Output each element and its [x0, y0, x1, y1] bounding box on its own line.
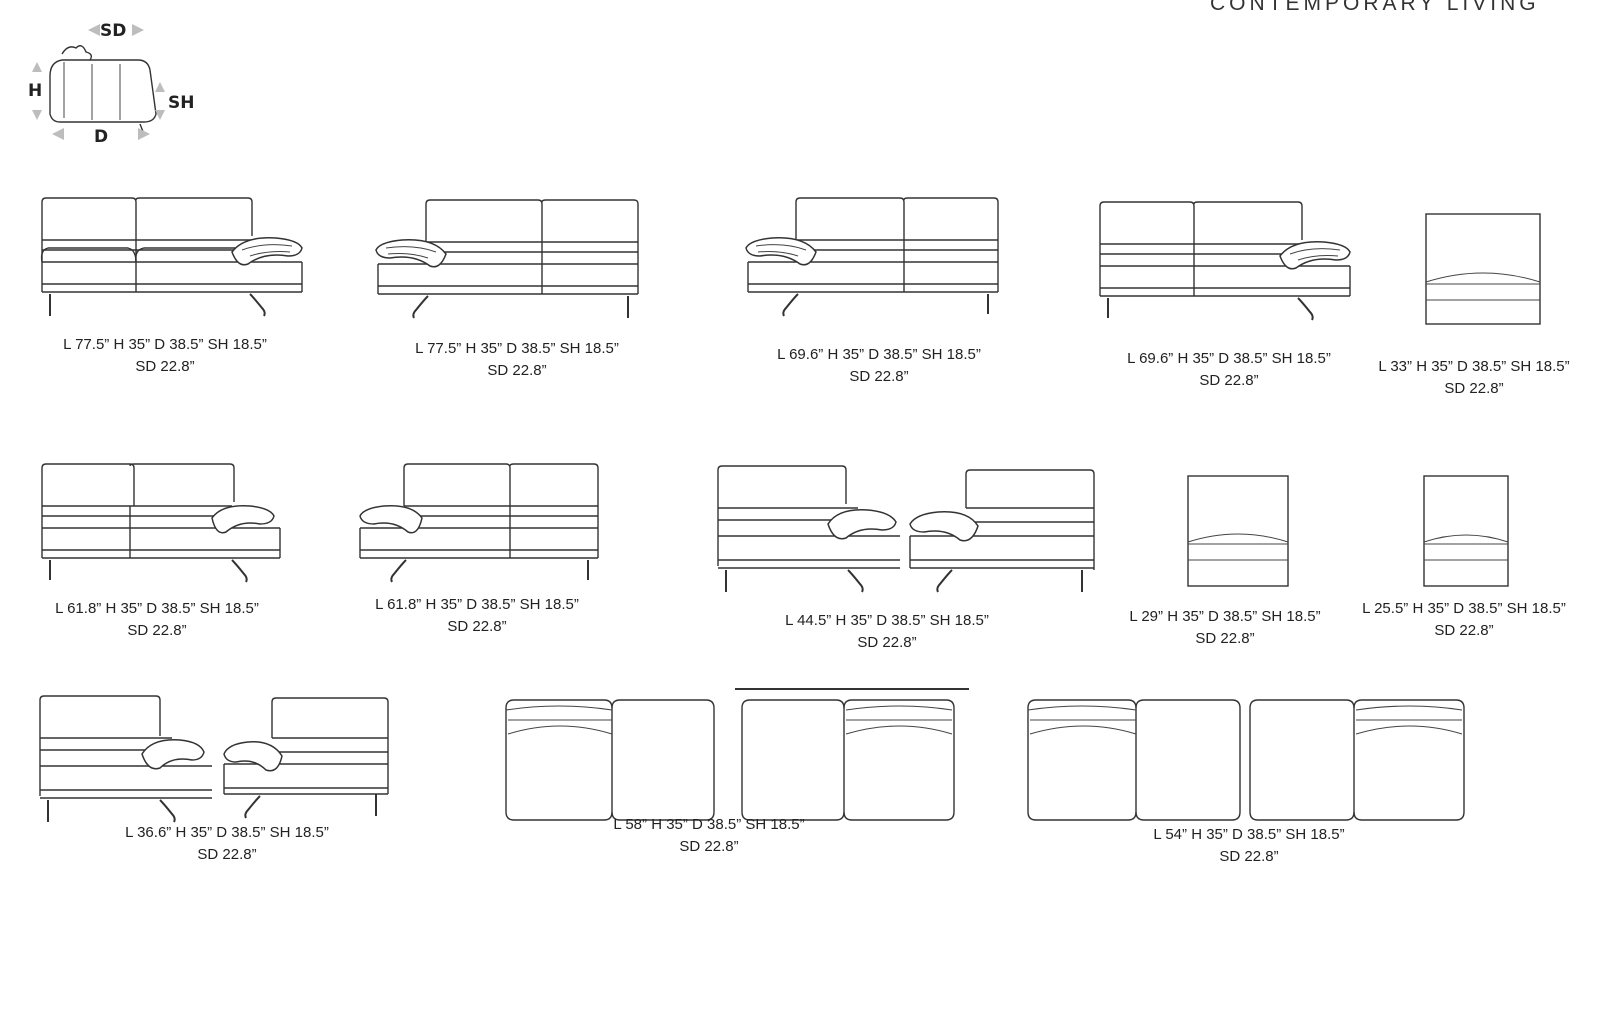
caption-seat-depth: SD 22.8” [1444, 380, 1504, 397]
caption-seat-depth: SD 22.8” [1195, 630, 1255, 647]
caption-r3b: L 58” H 35” D 38.5” SH 18.5” SD 22.8” [584, 814, 834, 858]
caption-dims: L 54” H 35” D 38.5” SH 18.5” [1153, 826, 1345, 843]
sofa-pair-drawing-44 [712, 464, 1102, 604]
sofa-pair-drawing-36 [36, 694, 396, 834]
caption-seat-depth: SD 22.8” [127, 622, 187, 639]
sofa-drawing-left-arm-69 [744, 196, 1006, 326]
corner-module-drawing-54 [1024, 698, 1484, 828]
caption-r3c: L 54” H 35” D 38.5” SH 18.5” SD 22.8” [1124, 824, 1374, 868]
caption-r2c: L 44.5” H 35” D 38.5” SH 18.5” SD 22.8” [762, 610, 1012, 654]
armless-chair-drawing-25 [1422, 474, 1512, 588]
brand-wordmark: CONTEMPORARY LIVING [1210, 0, 1540, 15]
caption-seat-depth: SD 22.8” [447, 618, 507, 635]
caption-r1e: L 33” H 35” D 38.5” SH 18.5” SD 22.8” [1364, 356, 1584, 400]
section-divider-line [735, 688, 969, 690]
caption-dims: L 33” H 35” D 38.5” SH 18.5” [1378, 358, 1570, 375]
caption-r1d: L 69.6” H 35” D 38.5” SH 18.5” SD 22.8” [1104, 348, 1354, 392]
armless-chair-drawing-29 [1186, 474, 1292, 588]
caption-r2e: L 25.5” H 35” D 38.5” SH 18.5” SD 22.8” [1346, 598, 1582, 642]
caption-seat-depth: SD 22.8” [135, 358, 195, 375]
caption-dims: L 29” H 35” D 38.5” SH 18.5” [1129, 608, 1321, 625]
sofa-drawing-left-arm-61 [356, 462, 606, 592]
caption-dims: L 77.5” H 35” D 38.5” SH 18.5” [415, 340, 619, 357]
caption-dims: L 58” H 35” D 38.5” SH 18.5” [613, 816, 805, 833]
corner-module-drawing-58 [502, 698, 962, 828]
caption-dims: L 44.5” H 35” D 38.5” SH 18.5” [785, 612, 989, 629]
caption-seat-depth: SD 22.8” [197, 846, 257, 863]
sofa-drawing-left-arm-77 [374, 198, 644, 328]
sofa-drawing-right-arm-69 [1094, 200, 1356, 330]
caption-r3a: L 36.6” H 35” D 38.5” SH 18.5” SD 22.8” [102, 822, 352, 866]
caption-r1c: L 69.6” H 35” D 38.5” SH 18.5” SD 22.8” [754, 344, 1004, 388]
caption-dims: L 69.6” H 35” D 38.5” SH 18.5” [1127, 350, 1331, 367]
caption-seat-depth: SD 22.8” [849, 368, 909, 385]
armless-chair-drawing-33 [1424, 212, 1544, 326]
caption-dims: L 61.8” H 35” D 38.5” SH 18.5” [375, 596, 579, 613]
caption-seat-depth: SD 22.8” [857, 634, 917, 651]
caption-r2d: L 29” H 35” D 38.5” SH 18.5” SD 22.8” [1122, 606, 1328, 650]
legend-sh-label: SH [168, 93, 194, 113]
caption-seat-depth: SD 22.8” [1219, 848, 1279, 865]
legend-sd-label: SD [100, 21, 126, 41]
caption-seat-depth: SD 22.8” [1199, 372, 1259, 389]
legend-h-label: H [28, 81, 42, 101]
caption-r2b: L 61.8” H 35” D 38.5” SH 18.5” SD 22.8” [352, 594, 602, 638]
dimension-legend-diagram: SD H SH D [28, 21, 194, 147]
caption-dims: L 69.6” H 35” D 38.5” SH 18.5” [777, 346, 981, 363]
caption-seat-depth: SD 22.8” [679, 838, 739, 855]
caption-r1b: L 77.5” H 35” D 38.5” SH 18.5” SD 22.8” [392, 338, 642, 382]
dimension-legend: SD H SH D [20, 16, 220, 151]
sofa-drawing-right-arm-61 [36, 462, 286, 592]
caption-seat-depth: SD 22.8” [487, 362, 547, 379]
caption-dims: L 25.5” H 35” D 38.5” SH 18.5” [1362, 600, 1566, 617]
caption-r2a: L 61.8” H 35” D 38.5” SH 18.5” SD 22.8” [32, 598, 282, 642]
legend-d-label: D [94, 127, 108, 147]
caption-dims: L 61.8” H 35” D 38.5” SH 18.5” [55, 600, 259, 617]
caption-seat-depth: SD 22.8” [1434, 622, 1494, 639]
caption-dims: L 77.5” H 35” D 38.5” SH 18.5” [63, 336, 267, 353]
sofa-drawing-right-arm-77 [36, 196, 306, 326]
caption-r1a: L 77.5” H 35” D 38.5” SH 18.5” SD 22.8” [40, 334, 290, 378]
caption-dims: L 36.6” H 35” D 38.5” SH 18.5” [125, 824, 329, 841]
